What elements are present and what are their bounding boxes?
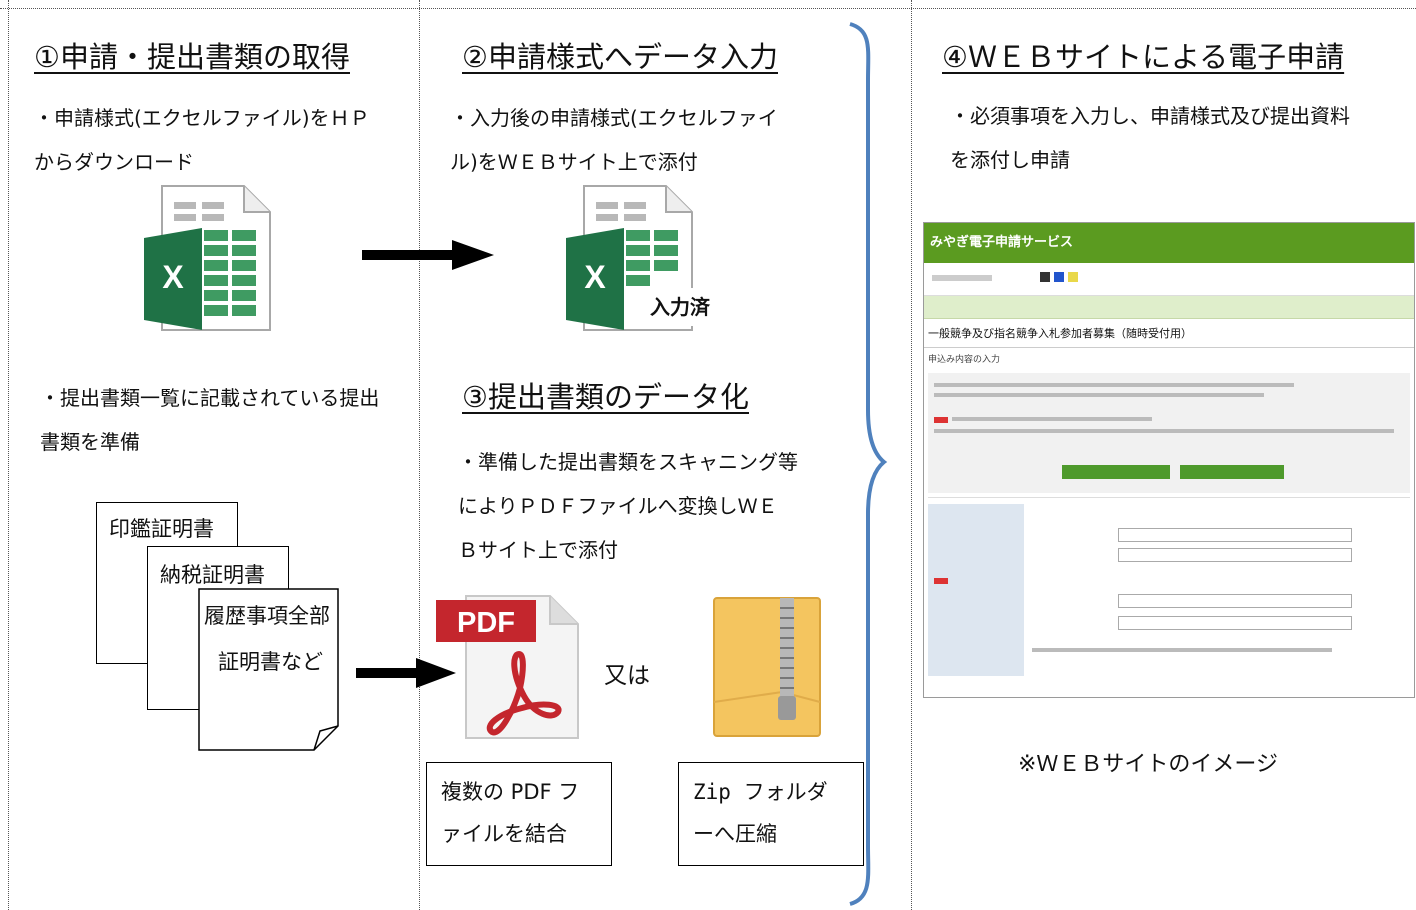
column-divider: [8, 0, 9, 910]
web-screenshot-header: みやぎ電子申請サービス: [924, 223, 1414, 263]
step1-desc-line2: からダウンロード: [34, 150, 194, 174]
or-label: 又は: [604, 663, 650, 689]
step1-desc2-line2: 書類を準備: [40, 430, 140, 454]
document-label: 履歴事項全部: [204, 604, 330, 628]
merge-pdf-line2: ァイルを結合: [441, 822, 567, 846]
column-divider: [911, 0, 912, 910]
curly-brace: [849, 22, 888, 906]
step3-title: ③提出書類のデータ化: [462, 380, 749, 414]
column-divider: [419, 0, 420, 910]
web-screenshot: みやぎ電子申請サービス 一般競争及び指名競争入札参加者募集（随時受付用） 申込み…: [923, 222, 1415, 698]
web-screenshot-subtitle: 申込み内容の入力: [928, 355, 1001, 365]
step3-desc-line2: によりＰＤＦファイルへ変換しＷＥ: [458, 494, 778, 518]
step3-desc-line3: Ｂサイト上で添付: [458, 538, 618, 562]
step2-desc-line2: ル)をＷＥＢサイト上で添付: [450, 150, 698, 174]
step4-desc-line1: ・必須事項を入力し、申請様式及び提出資料: [950, 104, 1350, 128]
document-label: 印鑑証明書: [109, 517, 214, 541]
svg-text:X: X: [162, 259, 184, 295]
top-border: [0, 8, 1416, 9]
merge-pdf-line1: 複数の PDF フ: [441, 780, 580, 804]
web-screenshot-notice: [928, 373, 1410, 493]
zip-line1: Zip フォルダ: [693, 780, 828, 804]
web-image-caption: ※ＷＥＢサイトのイメージ: [1018, 752, 1278, 777]
web-screenshot-form: [928, 497, 1410, 678]
web-screenshot-toolbar: [924, 263, 1414, 296]
step4-title: ④ＷＥＢサイトによる電子申請: [942, 40, 1345, 74]
step3-desc-line1: ・準備した提出書類をスキャニング等: [458, 450, 798, 474]
zip-folder-icon: [713, 597, 821, 737]
web-screenshot-form-title: 一般競争及び指名競争入札参加者募集（随時受付用）: [924, 319, 1414, 348]
document-label: 証明書など: [218, 650, 323, 674]
step2-desc-line1: ・入力後の申請様式(エクセルファイ: [450, 106, 778, 130]
zip-note: Zip フォルダ ーへ圧縮: [678, 762, 864, 866]
step1-title: ①申請・提出書類の取得: [34, 40, 350, 74]
zip-line2: ーへ圧縮: [693, 822, 777, 846]
excel-icon: X: [144, 185, 271, 331]
step2-title: ②申請様式へデータ入力: [462, 40, 778, 74]
step1-desc2-line1: ・提出書類一覧に記載されている提出: [40, 386, 380, 410]
document-card-folded: [198, 588, 339, 751]
pdf-icon: PDF: [436, 595, 579, 739]
step4-desc-line2: を添付し申請: [950, 148, 1070, 172]
pdf-label: PDF: [457, 607, 515, 639]
arrow-right: [362, 240, 494, 270]
svg-text:X: X: [584, 259, 606, 295]
merge-pdf-note: 複数の PDF フ ァイルを結合: [426, 762, 612, 866]
step1-desc-line1: ・申請様式(エクセルファイル)をＨＰ: [34, 106, 370, 130]
document-label: 納税証明書: [160, 563, 265, 587]
arrow-right: [356, 658, 456, 688]
input-done-stamp: 入力済: [630, 288, 716, 326]
web-screenshot-steps: [924, 296, 1414, 319]
